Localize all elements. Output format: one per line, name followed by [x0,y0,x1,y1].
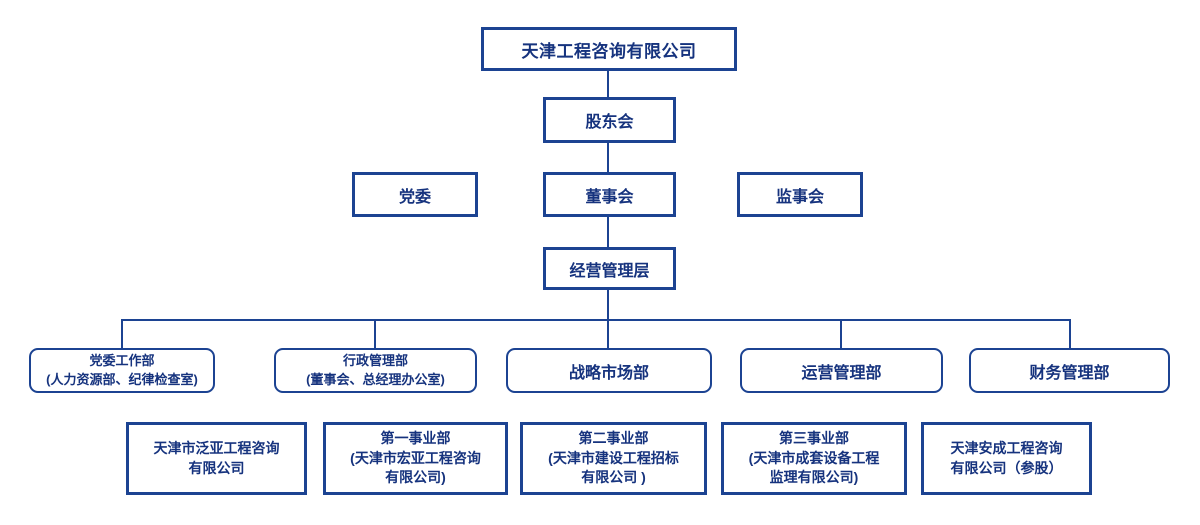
connector-drop-dept-3 [607,319,609,348]
node-label-line2: (天津市建设工程招标 [548,449,679,466]
node-subsidiary-ancheng: 天津安成工程咨询 有限公司（参股） [921,422,1092,495]
node-label-line1: 党委工作部 [89,352,155,368]
node-label: 党委 [398,188,431,206]
node-label-line2: (董事会、总经理办公室) [306,371,445,387]
node-subsidiary-fanya: 天津市泛亚工程咨询 有限公司 [126,422,307,495]
node-label: 股东会 [585,114,634,131]
node-dept-administration: 行政管理部 (董事会、总经理办公室) [274,348,477,393]
node-label-line1: 第一事业部 [380,429,451,446]
node-party-committee: 党委 [352,172,478,217]
node-label-line2: 有限公司 [188,459,245,476]
node-division-first: 第一事业部 (天津市宏亚工程咨询 有限公司) [323,422,508,495]
node-label-line3: 有限公司 ) [581,469,646,486]
node-label-line2: (人力资源部、纪律检查室) [46,371,198,387]
node-division-second: 第二事业部 (天津市建设工程招标 有限公司 ) [520,422,707,495]
node-label: 运营管理部 [801,364,882,382]
node-label: 监事会 [775,188,824,206]
node-label: 财务管理部 [1029,364,1110,382]
node-shareholders-meeting: 股东会 [543,97,676,143]
node-supervisory-board: 监事会 [737,172,863,217]
node-label-line1: 天津安成工程咨询 [950,439,1063,456]
connector-board-to-management [607,217,609,247]
node-dept-party-work: 党委工作部 (人力资源部、纪律检查室) [29,348,215,393]
connector-horizontal-bus [121,319,1071,321]
node-label-line3: 监理有限公司) [769,469,859,486]
node-label: 经营管理层 [569,262,650,280]
connector-drop-dept-4 [840,319,842,348]
connector-drop-dept-1 [121,319,123,348]
node-dept-finance: 财务管理部 [969,348,1170,393]
node-label-line2: (天津市宏亚工程咨询 [350,449,481,466]
node-dept-strategy-market: 战略市场部 [506,348,712,393]
node-label-line1: 第三事业部 [779,429,849,446]
node-label: 董事会 [585,188,634,206]
node-label-line2: 有限公司（参股） [950,459,1063,476]
node-label: 战略市场部 [568,364,649,382]
node-label-line2: (天津市成套设备工程 [748,449,880,466]
node-division-third: 第三事业部 (天津市成套设备工程 监理有限公司) [721,422,907,495]
node-label-line1: 行政管理部 [342,352,408,368]
connector-drop-dept-2 [374,319,376,348]
node-company-root: 天津工程咨询有限公司 [481,27,737,71]
node-dept-operations: 运营管理部 [740,348,943,393]
connector-drop-dept-5 [1069,319,1071,348]
connector-shareholders-to-board [607,143,609,172]
node-label-line1: 天津市泛亚工程咨询 [153,439,280,456]
connector-management-to-bus [607,290,609,321]
node-label: 天津工程咨询有限公司 [521,41,697,61]
node-label-line3: 有限公司) [385,469,446,486]
node-label-line1: 第二事业部 [578,429,649,446]
connector-root-to-shareholders [607,70,609,97]
node-management-layer: 经营管理层 [543,247,676,290]
node-board-of-directors: 董事会 [543,172,676,217]
